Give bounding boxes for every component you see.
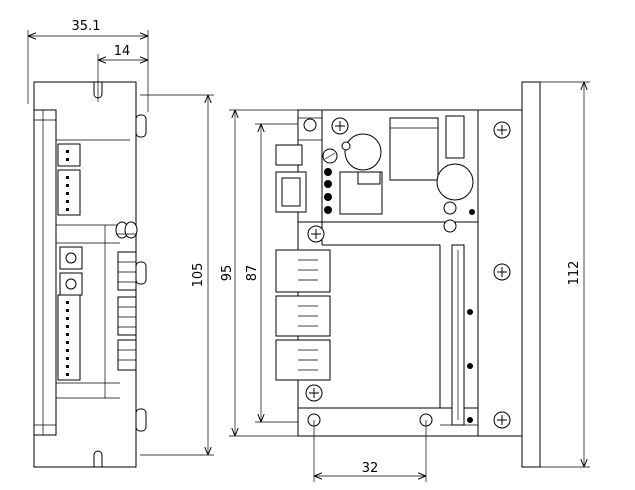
screw-heatsink-top [493,121,511,139]
screw-heatsink-mid [493,263,511,281]
side-view [33,81,147,468]
side-connector-3 [117,339,137,371]
side-view-dimensions: 35.1 14 105 [27,19,214,456]
component-rect-large [389,117,439,181]
dim-mount-height: 112 [567,261,582,286]
front-connector-top [275,144,303,166]
side-screw-1 [135,114,147,138]
potentiometer-1 [59,246,83,270]
screw-heatsink-bottom [493,411,511,429]
front-screws [305,117,511,429]
capacitor-2 [436,163,474,201]
front-connector-1 [275,249,331,293]
terminal-block-small [57,143,81,167]
screw-bottom-left [305,384,323,402]
side-screw-3 [135,408,147,432]
mount-bracket [521,81,541,468]
side-connector-2 [117,296,137,336]
led-indicators [324,168,332,214]
dim-front-outer: 95 [220,265,235,282]
dim-front-inner: 87 [245,265,260,282]
front-hole-top [303,118,317,132]
side-screw-2 [135,261,147,285]
dim-depth-offset: 14 [114,44,131,59]
led-2 [124,221,138,239]
front-view [275,81,541,468]
dim-side-height: 105 [191,263,206,288]
rear-cover [33,109,57,436]
side-connector-1 [117,251,137,291]
screw-board-left [307,225,325,243]
potentiometer-2 [59,272,83,296]
front-view-dimensions: 95 87 112 32 [220,81,590,482]
screw-top-left [331,117,349,135]
dim-total-depth: 35.1 [72,19,101,34]
bottom-slot [93,450,103,467]
component-rect-tall [445,115,465,159]
capacitor-1 [344,133,382,171]
dim-hole-spacing: 32 [362,461,379,476]
